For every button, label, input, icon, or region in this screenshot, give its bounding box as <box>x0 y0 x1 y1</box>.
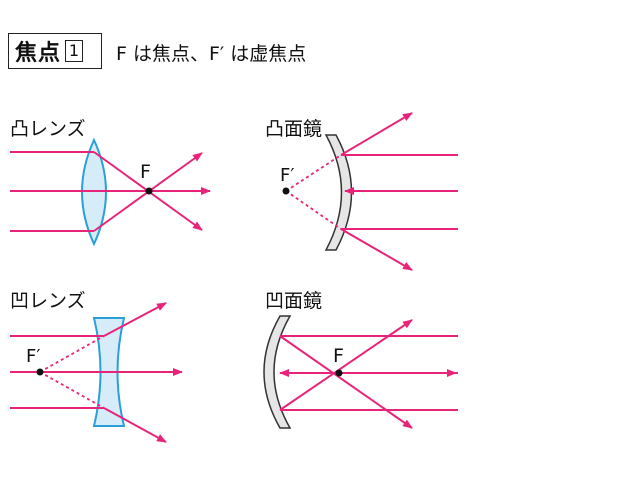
virtual-ray-bottom <box>39 371 105 409</box>
subtitle: F は焦点、F′ は虚焦点 <box>116 43 307 65</box>
focus-label: F <box>140 161 151 183</box>
focus-point <box>145 187 153 195</box>
ray-bottom-reflected <box>340 228 413 271</box>
ray-top-reflected <box>279 335 413 429</box>
concave-mirror-panel: 凹面鏡 F <box>263 290 458 429</box>
virtual-focus-point <box>282 187 290 195</box>
ray-top-reflected <box>340 112 413 156</box>
virtual-focus-label: F′ <box>280 165 294 186</box>
convex-mirror-panel: 凸面鏡 F′ <box>265 112 458 271</box>
ray-top-refracted <box>103 302 167 337</box>
concave-mirror <box>263 315 292 429</box>
convex-mirror <box>324 134 353 251</box>
virtual-ray-top <box>285 154 342 192</box>
concave-lens-label: 凹レンズ <box>10 290 86 312</box>
virtual-focus-point <box>36 368 44 376</box>
ray-bottom-reflected <box>279 319 413 411</box>
convex-lens-label: 凸レンズ <box>10 118 86 140</box>
section-number: 1 <box>65 40 84 62</box>
concave-mirror-label: 凹面鏡 <box>265 290 322 312</box>
convex-lens-panel: 凸レンズ F <box>10 118 211 247</box>
ray-bottom-refracted <box>103 407 167 443</box>
focus-point <box>335 369 343 377</box>
focus-label: F <box>333 345 344 367</box>
title: 焦点 <box>15 41 62 66</box>
virtual-focus-label: F′ <box>26 346 40 367</box>
virtual-ray-bottom <box>285 190 342 230</box>
convex-mirror-label: 凸面鏡 <box>265 118 322 140</box>
concave-lens-panel: 凹レンズ F′ <box>10 290 183 443</box>
title-box: 焦点 1 <box>8 33 102 69</box>
virtual-ray-top <box>39 335 105 373</box>
